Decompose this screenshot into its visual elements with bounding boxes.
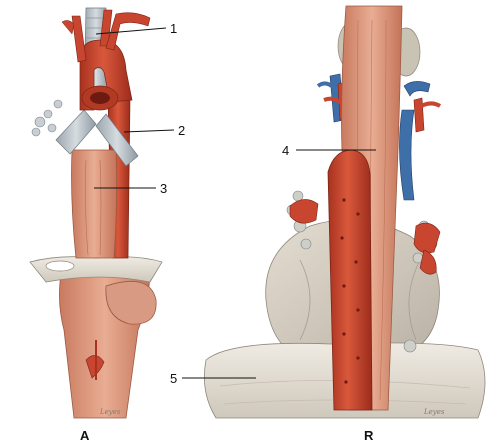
label-4: 4 — [282, 143, 289, 158]
panel-a-bronchial-branches — [31, 99, 63, 137]
panel-a-left-bronchus — [55, 109, 97, 155]
artist-signature-b: Leyes — [423, 408, 445, 416]
leader-lines — [94, 27, 376, 379]
label-3: 3 — [160, 181, 167, 196]
artist-signature-a: Leyes — [99, 408, 121, 416]
panel-a-brachiocephalic-artery — [71, 15, 87, 63]
leader-line-1 — [95, 27, 167, 35]
panel-a-subclavian — [105, 12, 151, 51]
panel-label-b: R — [364, 428, 374, 443]
label-2: 2 — [178, 123, 185, 138]
panel-a-illustration — [29, 7, 163, 419]
panel-b-azygos-vein — [399, 109, 415, 201]
leader-line-2 — [123, 129, 175, 133]
panel-a-right-bronchus — [95, 113, 139, 167]
panel-a-diaphragm-opening — [45, 260, 75, 272]
panel-b-descending-aorta — [327, 149, 373, 411]
panel-a-esophagus — [71, 149, 118, 259]
panel-b-illustration — [203, 5, 486, 419]
panel-b-intercostal-branches — [340, 198, 360, 384]
panel-label-a: A — [80, 428, 90, 443]
panel-a-stomach-lobe — [105, 280, 157, 325]
label-5: 5 — [170, 371, 177, 386]
label-1: 1 — [170, 21, 177, 36]
